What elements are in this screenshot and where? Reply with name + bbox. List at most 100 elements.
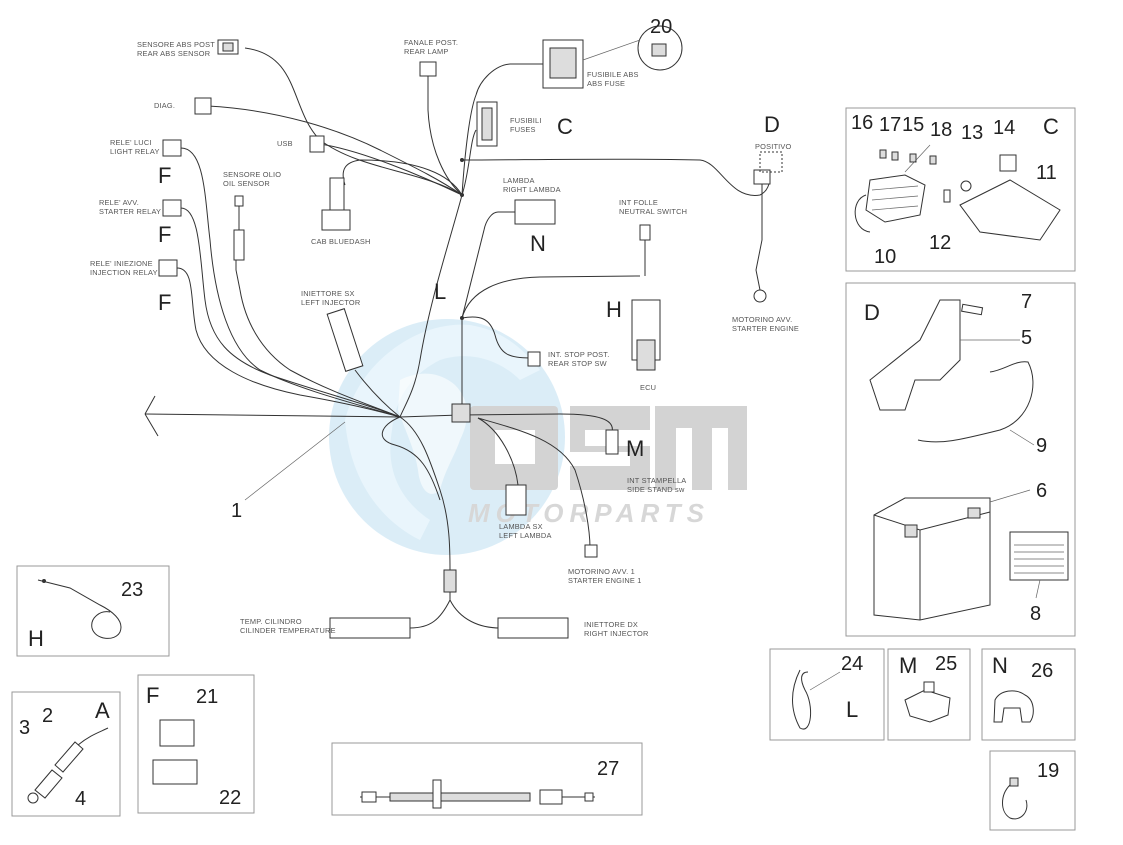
part-number-8: 8 <box>1030 603 1041 625</box>
part-number-3: 3 <box>19 717 30 739</box>
part-number-23: 23 <box>121 579 143 601</box>
letter-h-box: H <box>28 626 44 651</box>
box-h-group: H 23 <box>16 565 170 657</box>
harness-junction <box>451 403 471 423</box>
label-starter-engine: MOTORINO AVV.STARTER ENGINE <box>732 315 799 333</box>
injection-relay-connector <box>158 259 178 277</box>
diag-connector <box>194 97 212 115</box>
box-d <box>845 282 1076 637</box>
part-number-19: 19 <box>1037 760 1059 782</box>
box-a-group: A 2 3 4 <box>11 691 121 817</box>
relay-holder <box>152 759 198 785</box>
light-relay-connector <box>162 139 182 157</box>
clamp-m <box>904 689 951 723</box>
label-diag: DIAG. <box>154 101 175 110</box>
part-number-24: 24 <box>841 653 863 675</box>
oil-sensor-connector <box>234 195 244 207</box>
letter-f-box: F <box>146 683 159 708</box>
battery <box>873 497 991 621</box>
letter-f-1: F <box>158 163 171 188</box>
part-number-18: 18 <box>930 119 952 141</box>
part-number-1: 1 <box>231 500 242 522</box>
box-m-group: M 25 <box>887 648 971 741</box>
box-h <box>16 565 170 657</box>
fuse-box-body <box>865 174 926 223</box>
box-c <box>845 107 1076 272</box>
letter-m-box: M <box>899 653 917 678</box>
right-lambda-connector <box>514 199 556 225</box>
part-number-4: 4 <box>75 788 86 810</box>
part-number-27: 27 <box>597 758 619 780</box>
part-number-6: 6 <box>1036 480 1047 502</box>
label-starter-relay: RELE' AVV.STARTER RELAY <box>99 198 161 216</box>
letter-n-box: N <box>992 653 1008 678</box>
part-number-16: 16 <box>851 112 873 134</box>
connectors <box>158 25 783 639</box>
box-27 <box>331 742 643 816</box>
part-number-20: 20 <box>650 16 672 38</box>
label-usb: USB <box>277 139 293 148</box>
box-a <box>11 691 121 817</box>
part-number-21: 21 <box>196 686 218 708</box>
left-injector <box>326 308 364 372</box>
part-number-13: 13 <box>961 122 983 144</box>
letter-c-box: C <box>1043 114 1059 139</box>
box-m <box>887 648 971 741</box>
rear-stop-switch <box>527 351 541 367</box>
box-19 <box>989 750 1076 831</box>
part-number-26: 26 <box>1031 660 1053 682</box>
part-number-25: 25 <box>935 653 957 675</box>
label-ecu: ECU <box>640 383 656 392</box>
box-f <box>137 674 255 814</box>
part-number-22: 22 <box>219 787 241 809</box>
part-number-17: 17 <box>879 114 901 136</box>
box-l <box>769 648 885 741</box>
right-injector-connector <box>497 617 569 639</box>
starter-relay-connector <box>162 199 182 217</box>
battery-bracket <box>869 299 961 411</box>
box-c-group: C 16 17 15 18 13 14 11 12 10 <box>845 107 1076 272</box>
part-number-7: 7 <box>1021 291 1032 313</box>
box-d-group: D 7 5 9 6 8 <box>845 282 1076 637</box>
neutral-switch-connector <box>639 224 651 241</box>
letter-l-main: L <box>434 279 446 304</box>
letter-l-box: L <box>846 697 858 722</box>
harness-sleeve <box>443 569 457 593</box>
clip-n <box>993 690 1034 723</box>
main-letters: C D F F F N L H M 1 <box>158 112 780 522</box>
cylinder-temp-sensor <box>329 617 411 639</box>
part-number-2: 2 <box>42 705 53 727</box>
cab-bluedash-connector <box>329 177 345 215</box>
letter-h-main: H <box>606 297 622 322</box>
letter-m-main: M <box>626 436 644 461</box>
letter-d-box: D <box>864 300 880 325</box>
fuse-bracket <box>959 179 1061 241</box>
letter-f-2: F <box>158 222 171 247</box>
part-number-9: 9 <box>1036 435 1047 457</box>
starter-engine-1-connector <box>584 544 598 558</box>
part-number-5: 5 <box>1021 327 1032 349</box>
starter-engine-terminal <box>753 289 767 303</box>
label-rear-lamp: FANALE POST.REAR LAMP <box>404 38 458 56</box>
part-number-14: 14 <box>993 117 1015 139</box>
part-number-15: 15 <box>902 114 924 136</box>
part-number-11: 11 <box>1036 162 1057 184</box>
label-positive: POSITIVO <box>755 142 792 151</box>
part-number-10: 10 <box>874 246 896 268</box>
rear-lamp-connector <box>419 61 437 77</box>
battery-label <box>1009 531 1069 581</box>
